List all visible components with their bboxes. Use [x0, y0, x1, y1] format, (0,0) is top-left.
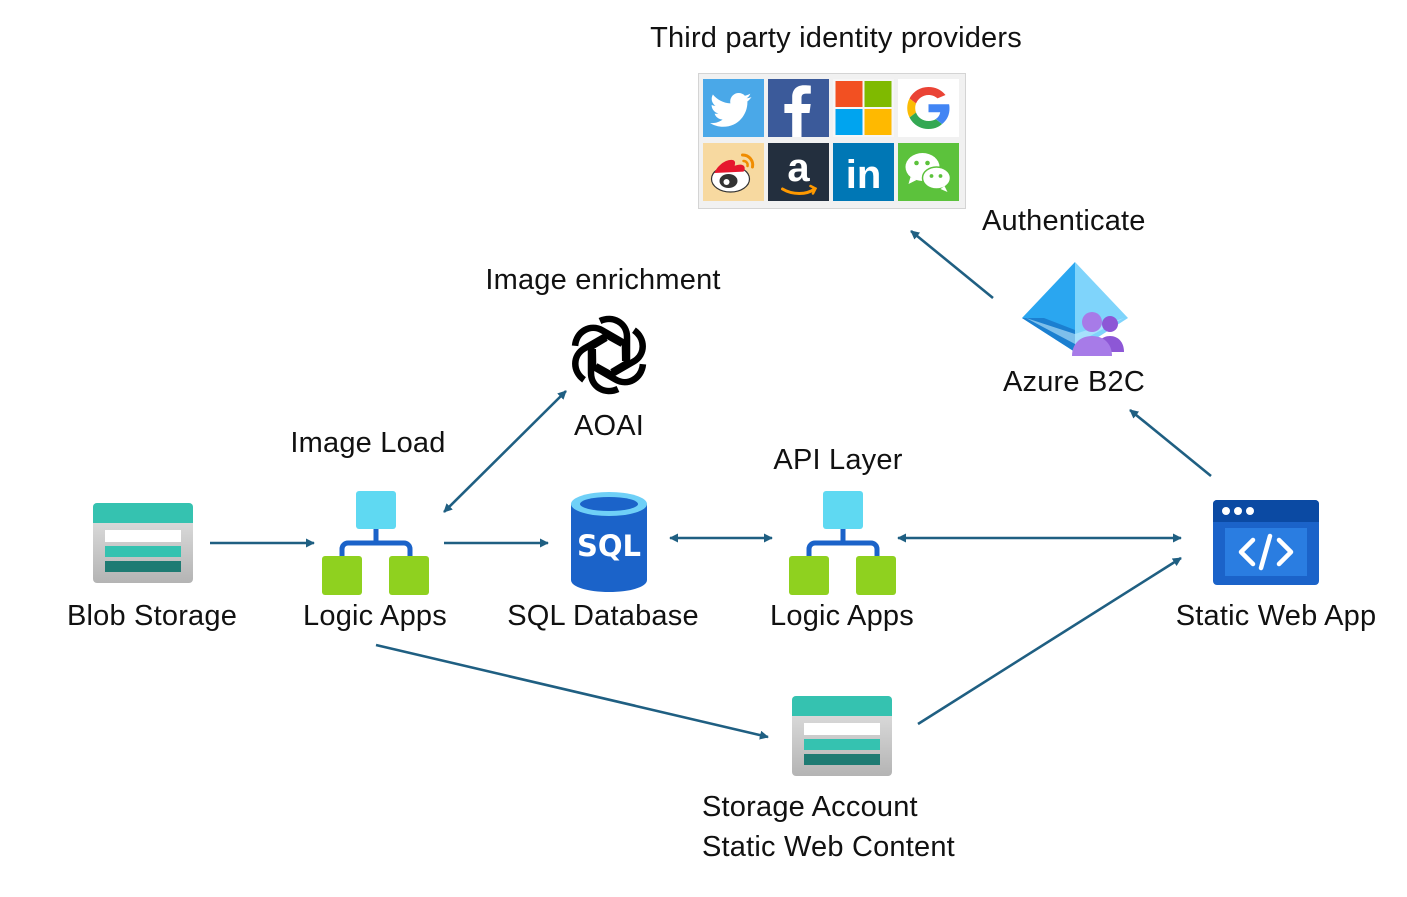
- third-party-title: Third party identity providers: [650, 22, 1022, 54]
- logic-apps-icon: [322, 491, 429, 595]
- sql-icon-text: SQL: [576, 529, 642, 563]
- linkedin-icon: in: [833, 143, 894, 201]
- google-icon: [898, 79, 959, 137]
- weibo-icon: [703, 143, 764, 201]
- sql-database-icon: SQL: [571, 492, 647, 592]
- identity-providers-grid: a in: [698, 73, 966, 209]
- storage-account-icon: [792, 696, 892, 776]
- amazon-icon: a: [768, 143, 829, 201]
- api-layer-label: API Layer: [773, 444, 903, 476]
- logic-apps-load-label: Logic Apps: [303, 600, 447, 632]
- azure-b2c-label: Azure B2C: [1002, 366, 1146, 398]
- microsoft-icon: [833, 79, 894, 137]
- static-web-content-label: Static Web Content: [702, 831, 955, 863]
- twitter-icon: [703, 79, 764, 137]
- arrow-storage-to-webapp: [917, 556, 1182, 726]
- static-web-app-icon: [1213, 500, 1319, 585]
- image-enrichment-label: Image enrichment: [485, 264, 721, 296]
- sql-database-label: SQL Database: [507, 600, 699, 632]
- openai-icon: [566, 315, 652, 398]
- arrow-b2c-to-providers: [910, 229, 994, 300]
- storage-account-label: Storage Account: [702, 791, 918, 823]
- authenticate-label: Authenticate: [982, 205, 1146, 237]
- logic-apps-api-label: Logic Apps: [770, 600, 914, 632]
- logic-apps-api-icon: [789, 491, 896, 595]
- svg-text:in: in: [846, 153, 882, 197]
- arrow-logic-aoai: [443, 390, 567, 513]
- arrow-logic-to-storage: [375, 643, 769, 740]
- facebook-icon: [768, 79, 829, 137]
- arrow-webapp-to-b2c: [1129, 408, 1212, 478]
- static-web-app-label: Static Web App: [1175, 600, 1377, 632]
- blob-storage-label: Blob Storage: [66, 600, 238, 632]
- svg-text:a: a: [787, 146, 810, 190]
- blob-storage-icon: [93, 503, 193, 583]
- image-load-label: Image Load: [290, 427, 446, 459]
- aoai-label: AOAI: [573, 410, 645, 442]
- azure-b2c-icon: [1022, 262, 1128, 356]
- wechat-icon: [898, 143, 959, 201]
